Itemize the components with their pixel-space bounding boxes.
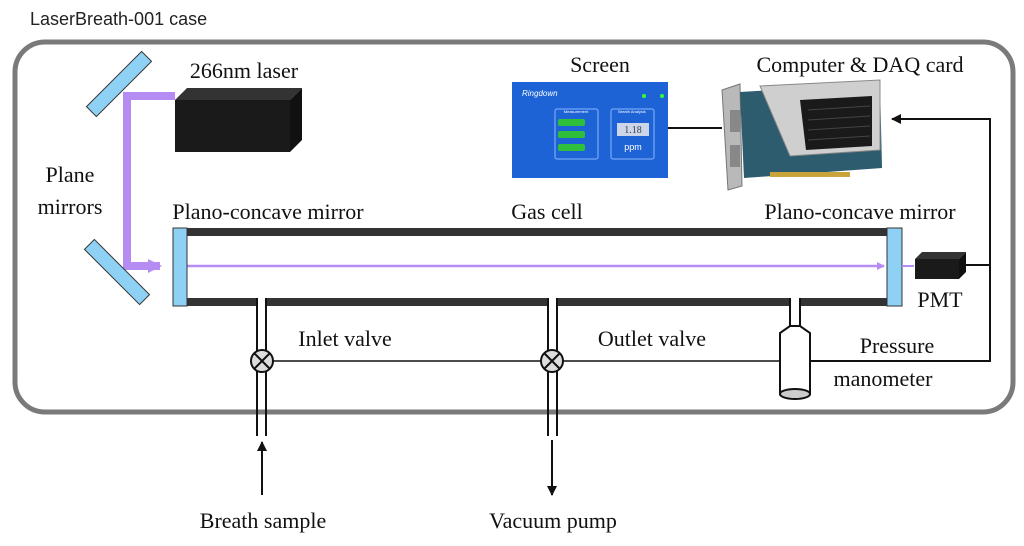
case-border (12, 39, 1016, 415)
screen-unit: ppm (624, 142, 642, 152)
plano-concave-mirror-left (172, 227, 188, 307)
pressure-manometer (779, 298, 811, 400)
pmt-to-daq-wire (891, 114, 991, 266)
screen-measurement-panel: Measurement (564, 109, 589, 114)
manometer-label-1: Pressure (860, 333, 935, 358)
gas-cell-label: Gas cell (511, 199, 582, 224)
manometer-label-2: manometer (834, 366, 934, 391)
screen-label: Screen (570, 52, 630, 77)
laser-box (175, 88, 302, 152)
gas-cell-top-wall (187, 228, 887, 236)
outlet-valve-label: Outlet valve (598, 326, 706, 351)
inlet-valve-icon[interactable] (250, 349, 274, 373)
plane-mirror-top (85, 50, 153, 118)
screen-display: Ringdown Measurement Breath Analysis 1.1… (512, 82, 668, 178)
plane-mirror-bottom (83, 238, 151, 306)
breath-sample-label: Breath sample (200, 508, 326, 533)
computer-label: Computer & DAQ card (756, 52, 963, 77)
laser-label: 266nm laser (190, 58, 299, 83)
daq-card-image (721, 79, 882, 191)
gas-cell-bottom-wall (187, 298, 887, 306)
plane-mirrors-label-2: mirrors (38, 194, 103, 219)
screen-value: 1.18 (624, 125, 642, 136)
vacuum-pump-label: Vacuum pump (489, 508, 617, 533)
inlet-valve-label: Inlet valve (298, 326, 391, 351)
outlet-valve-icon[interactable] (540, 349, 564, 373)
pmt-label: PMT (917, 287, 963, 312)
laser-beam (123, 92, 175, 273)
case-label: LaserBreath-001 case (30, 9, 207, 29)
plano-concave-mirror-right (886, 227, 903, 307)
pmt-box (915, 252, 966, 279)
plane-mirrors-label-1: Plane (46, 162, 95, 187)
mirror-right-label: Plano-concave mirror (764, 199, 956, 224)
mirror-left-label: Plano-concave mirror (172, 199, 364, 224)
screen-breath-panel: Breath Analysis (618, 109, 646, 114)
manometer-wire (810, 265, 991, 362)
screen-app-name: Ringdown (522, 89, 558, 98)
